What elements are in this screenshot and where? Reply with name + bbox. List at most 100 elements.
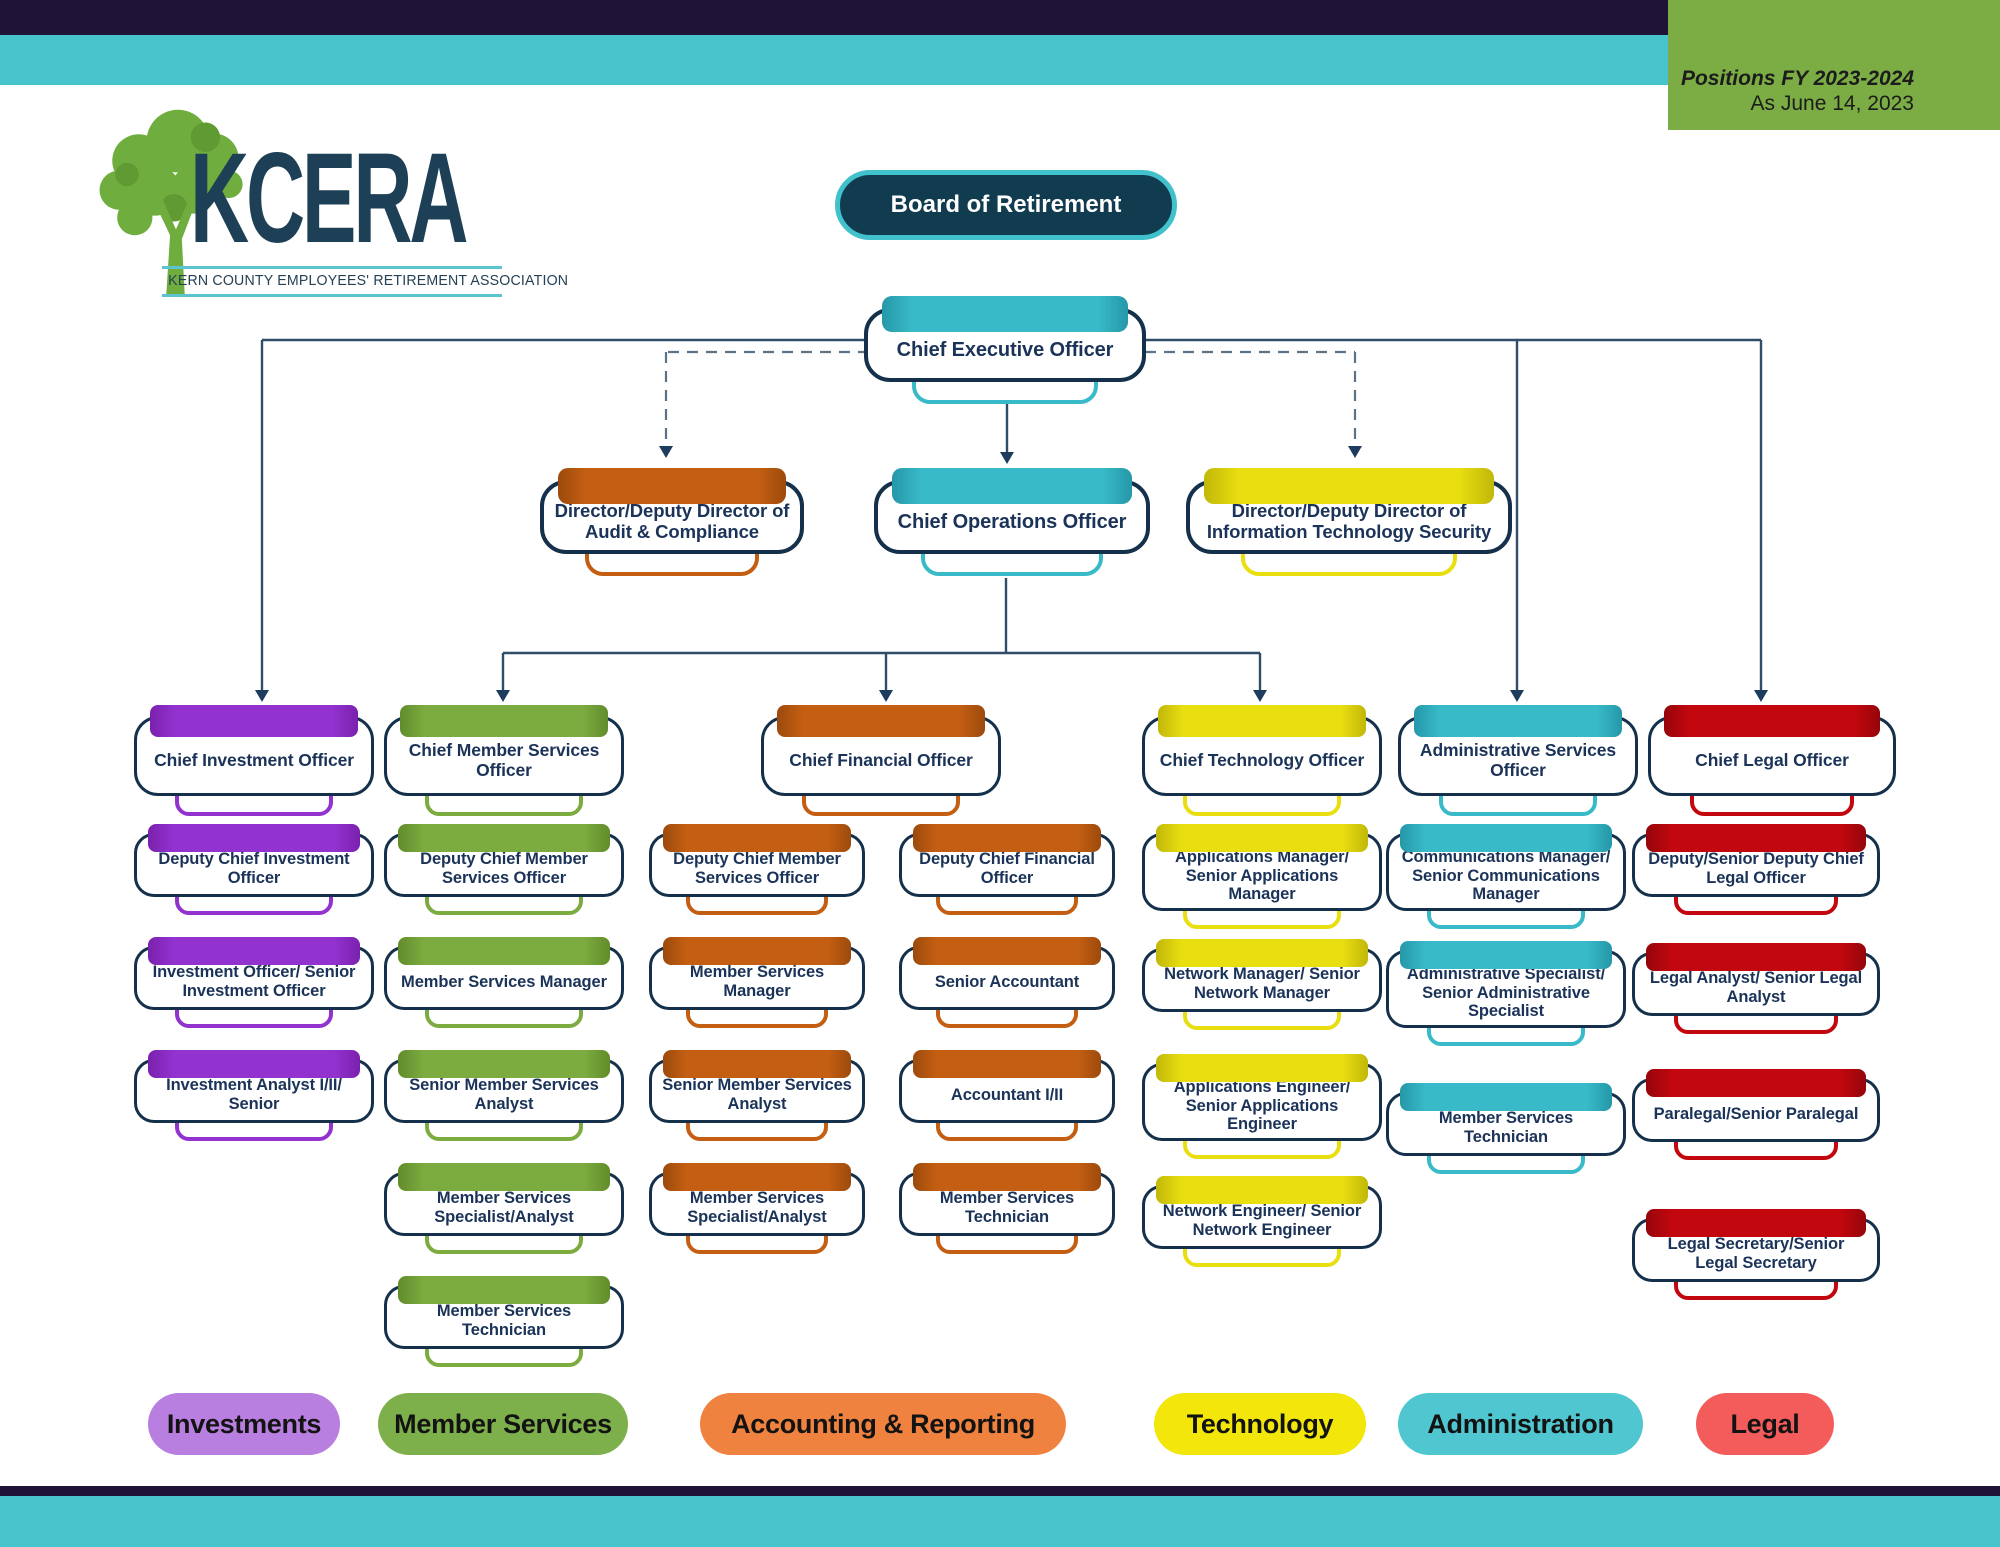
node-row: Member Services Technician [899, 1163, 1115, 1254]
node-label: Member Services Specialist/Analyst [687, 1189, 827, 1226]
node-row: Member Services Specialist/Analyst [649, 1163, 865, 1254]
node-ribbon [1414, 705, 1622, 737]
node-label: Deputy Chief Member Services Officer [420, 850, 588, 887]
node-row: Communications Manager/ Senior Communica… [1386, 824, 1626, 929]
node-label: Member Services Specialist/Analyst [434, 1189, 574, 1226]
node-label: Network Engineer/ Senior Network Enginee… [1162, 1202, 1362, 1239]
node-ribbon [663, 1050, 851, 1078]
node-row: Network Manager/ Senior Network Manager [1142, 939, 1382, 1030]
node-ribbon [913, 937, 1101, 965]
node-label: Chief Investment Officer [154, 750, 354, 771]
node-ribbon [1646, 1069, 1866, 1097]
node-label: Member Services Technician [939, 1189, 1075, 1226]
node-row: Member Services Specialist/Analyst [384, 1163, 624, 1254]
node-ribbon [148, 1050, 360, 1078]
node-label: Director/Deputy Director of Audit & Comp… [554, 500, 790, 542]
legend-investments: Investments [148, 1393, 340, 1455]
node-ribbon [400, 705, 608, 737]
node-chief-financial-officer: Chief Financial Officer [761, 705, 1001, 816]
node-ribbon [913, 824, 1101, 852]
node-row: Deputy Chief Member Services Officer [649, 824, 865, 915]
node-ribbon [1156, 1054, 1368, 1082]
node-label: Deputy Chief Member Services Officer [673, 850, 841, 887]
node-row: Legal Analyst/ Senior Legal Analyst [1632, 943, 1880, 1034]
node-label: Administrative Services Officer [1419, 740, 1617, 780]
node-row: Paralegal/Senior Paralegal [1632, 1069, 1880, 1160]
node-row: Member Services Manager [384, 937, 624, 1028]
legend-label: Member Services [394, 1408, 612, 1439]
node-label: Chief Legal Officer [1695, 750, 1849, 771]
node-row: Senior Member Services Analyst [384, 1050, 624, 1141]
node-label: Chief Financial Officer [789, 750, 973, 771]
top-teal-bar [0, 35, 2000, 85]
node-ribbon [913, 1163, 1101, 1191]
node-label: Applications Manager/ Senior Application… [1175, 848, 1349, 904]
node-chief-investment-officer: Chief Investment Officer [134, 705, 374, 816]
tree-icon [99, 109, 243, 296]
node-label: Deputy/Senior Deputy Chief Legal Officer [1648, 850, 1864, 887]
node-label: Administrative Specialist/ Senior Admini… [1406, 965, 1606, 1021]
node-label: Senior Member Services Analyst [409, 1076, 599, 1113]
node-chief-executive-officer: Chief Executive Officer [864, 296, 1146, 404]
node-ribbon [398, 1276, 610, 1304]
node-ribbon [913, 1050, 1101, 1078]
node-label: Paralegal/Senior Paralegal [1653, 1104, 1859, 1123]
node-row: Legal Secretary/Senior Legal Secretary [1632, 1209, 1880, 1300]
node-ribbon [892, 468, 1132, 504]
node-label: Member Services Manager [689, 963, 825, 1000]
node-ribbon [1400, 824, 1612, 852]
node-chief-legal-officer: Chief Legal Officer [1648, 705, 1896, 816]
logo-tagline-rule: KERN COUNTY EMPLOYEES' RETIREMENT ASSOCI… [162, 266, 568, 297]
positions-badge: Positions FY 2023-2024 As June 14, 2023 [1668, 0, 2000, 130]
node-chief-technology-officer: Chief Technology Officer [1142, 705, 1382, 816]
node-ribbon [777, 705, 985, 737]
node-it-security-director: Director/Deputy Director of Information … [1186, 468, 1512, 576]
node-label: Investment Officer/ Senior Investment Of… [152, 963, 356, 1000]
node-label: Legal Analyst/ Senior Legal Analyst [1649, 969, 1863, 1006]
node-label: Accountant I/II [950, 1085, 1064, 1104]
node-ribbon [663, 824, 851, 852]
node-label: Communications Manager/ Senior Communica… [1401, 848, 1611, 904]
node-ribbon [1156, 1176, 1368, 1204]
node-ribbon [1156, 824, 1368, 852]
logo-tagline: KERN COUNTY EMPLOYEES' RETIREMENT ASSOCI… [168, 273, 569, 289]
node-ribbon [398, 1050, 610, 1078]
node-ribbon [663, 937, 851, 965]
legend-legal: Legal [1696, 1393, 1834, 1455]
node-ribbon [1204, 468, 1494, 504]
legend-administration: Administration [1398, 1393, 1643, 1455]
node-ribbon [150, 705, 358, 737]
node-row: Deputy/Senior Deputy Chief Legal Officer [1632, 824, 1880, 915]
node-administrative-services-officer: Administrative Services Officer [1398, 705, 1638, 816]
node-row: Deputy Chief Financial Officer [899, 824, 1115, 915]
node-audit-compliance-director: Director/Deputy Director of Audit & Comp… [540, 468, 804, 576]
node-row: Network Engineer/ Senior Network Enginee… [1142, 1176, 1382, 1267]
node-row: Deputy Chief Investment Officer [134, 824, 374, 915]
node-ribbon [1646, 1209, 1866, 1237]
node-ribbon [398, 824, 610, 852]
node-row: Senior Member Services Analyst [649, 1050, 865, 1141]
node-label: Senior Member Services Analyst [662, 1076, 852, 1113]
node-label: Senior Accountant [934, 972, 1080, 991]
node-label: Member Services Technician [436, 1302, 572, 1339]
kcera-logo: KCERA KERN COUNTY EMPLOYEES' RETIREMENT … [90, 95, 568, 300]
node-ribbon [1400, 1083, 1612, 1111]
positions-badge-date: As June 14, 2023 [1750, 92, 1914, 116]
board-of-retirement-box: Board of Retirement [835, 170, 1177, 240]
node-label: Member Services Manager [401, 972, 607, 991]
node-label: Chief Executive Officer [896, 338, 1114, 361]
node-label: Legal Secretary/Senior Legal Secretary [1667, 1235, 1845, 1272]
node-row: Applications Manager/ Senior Application… [1142, 824, 1382, 929]
logo-acronym: KCERA [190, 127, 468, 270]
node-row: Investment Officer/ Senior Investment Of… [134, 937, 374, 1028]
node-ribbon [398, 937, 610, 965]
node-ribbon [398, 1163, 610, 1191]
node-ribbon [1664, 705, 1880, 737]
node-ribbon [1158, 705, 1366, 737]
legend-accounting-reporting: Accounting & Reporting [700, 1393, 1066, 1455]
legend-label: Legal [1730, 1408, 1800, 1439]
board-label: Board of Retirement [890, 191, 1122, 218]
legend-label: Administration [1427, 1408, 1614, 1439]
legend-label: Investments [166, 1408, 322, 1439]
node-label: Chief Operations Officer [897, 510, 1127, 533]
